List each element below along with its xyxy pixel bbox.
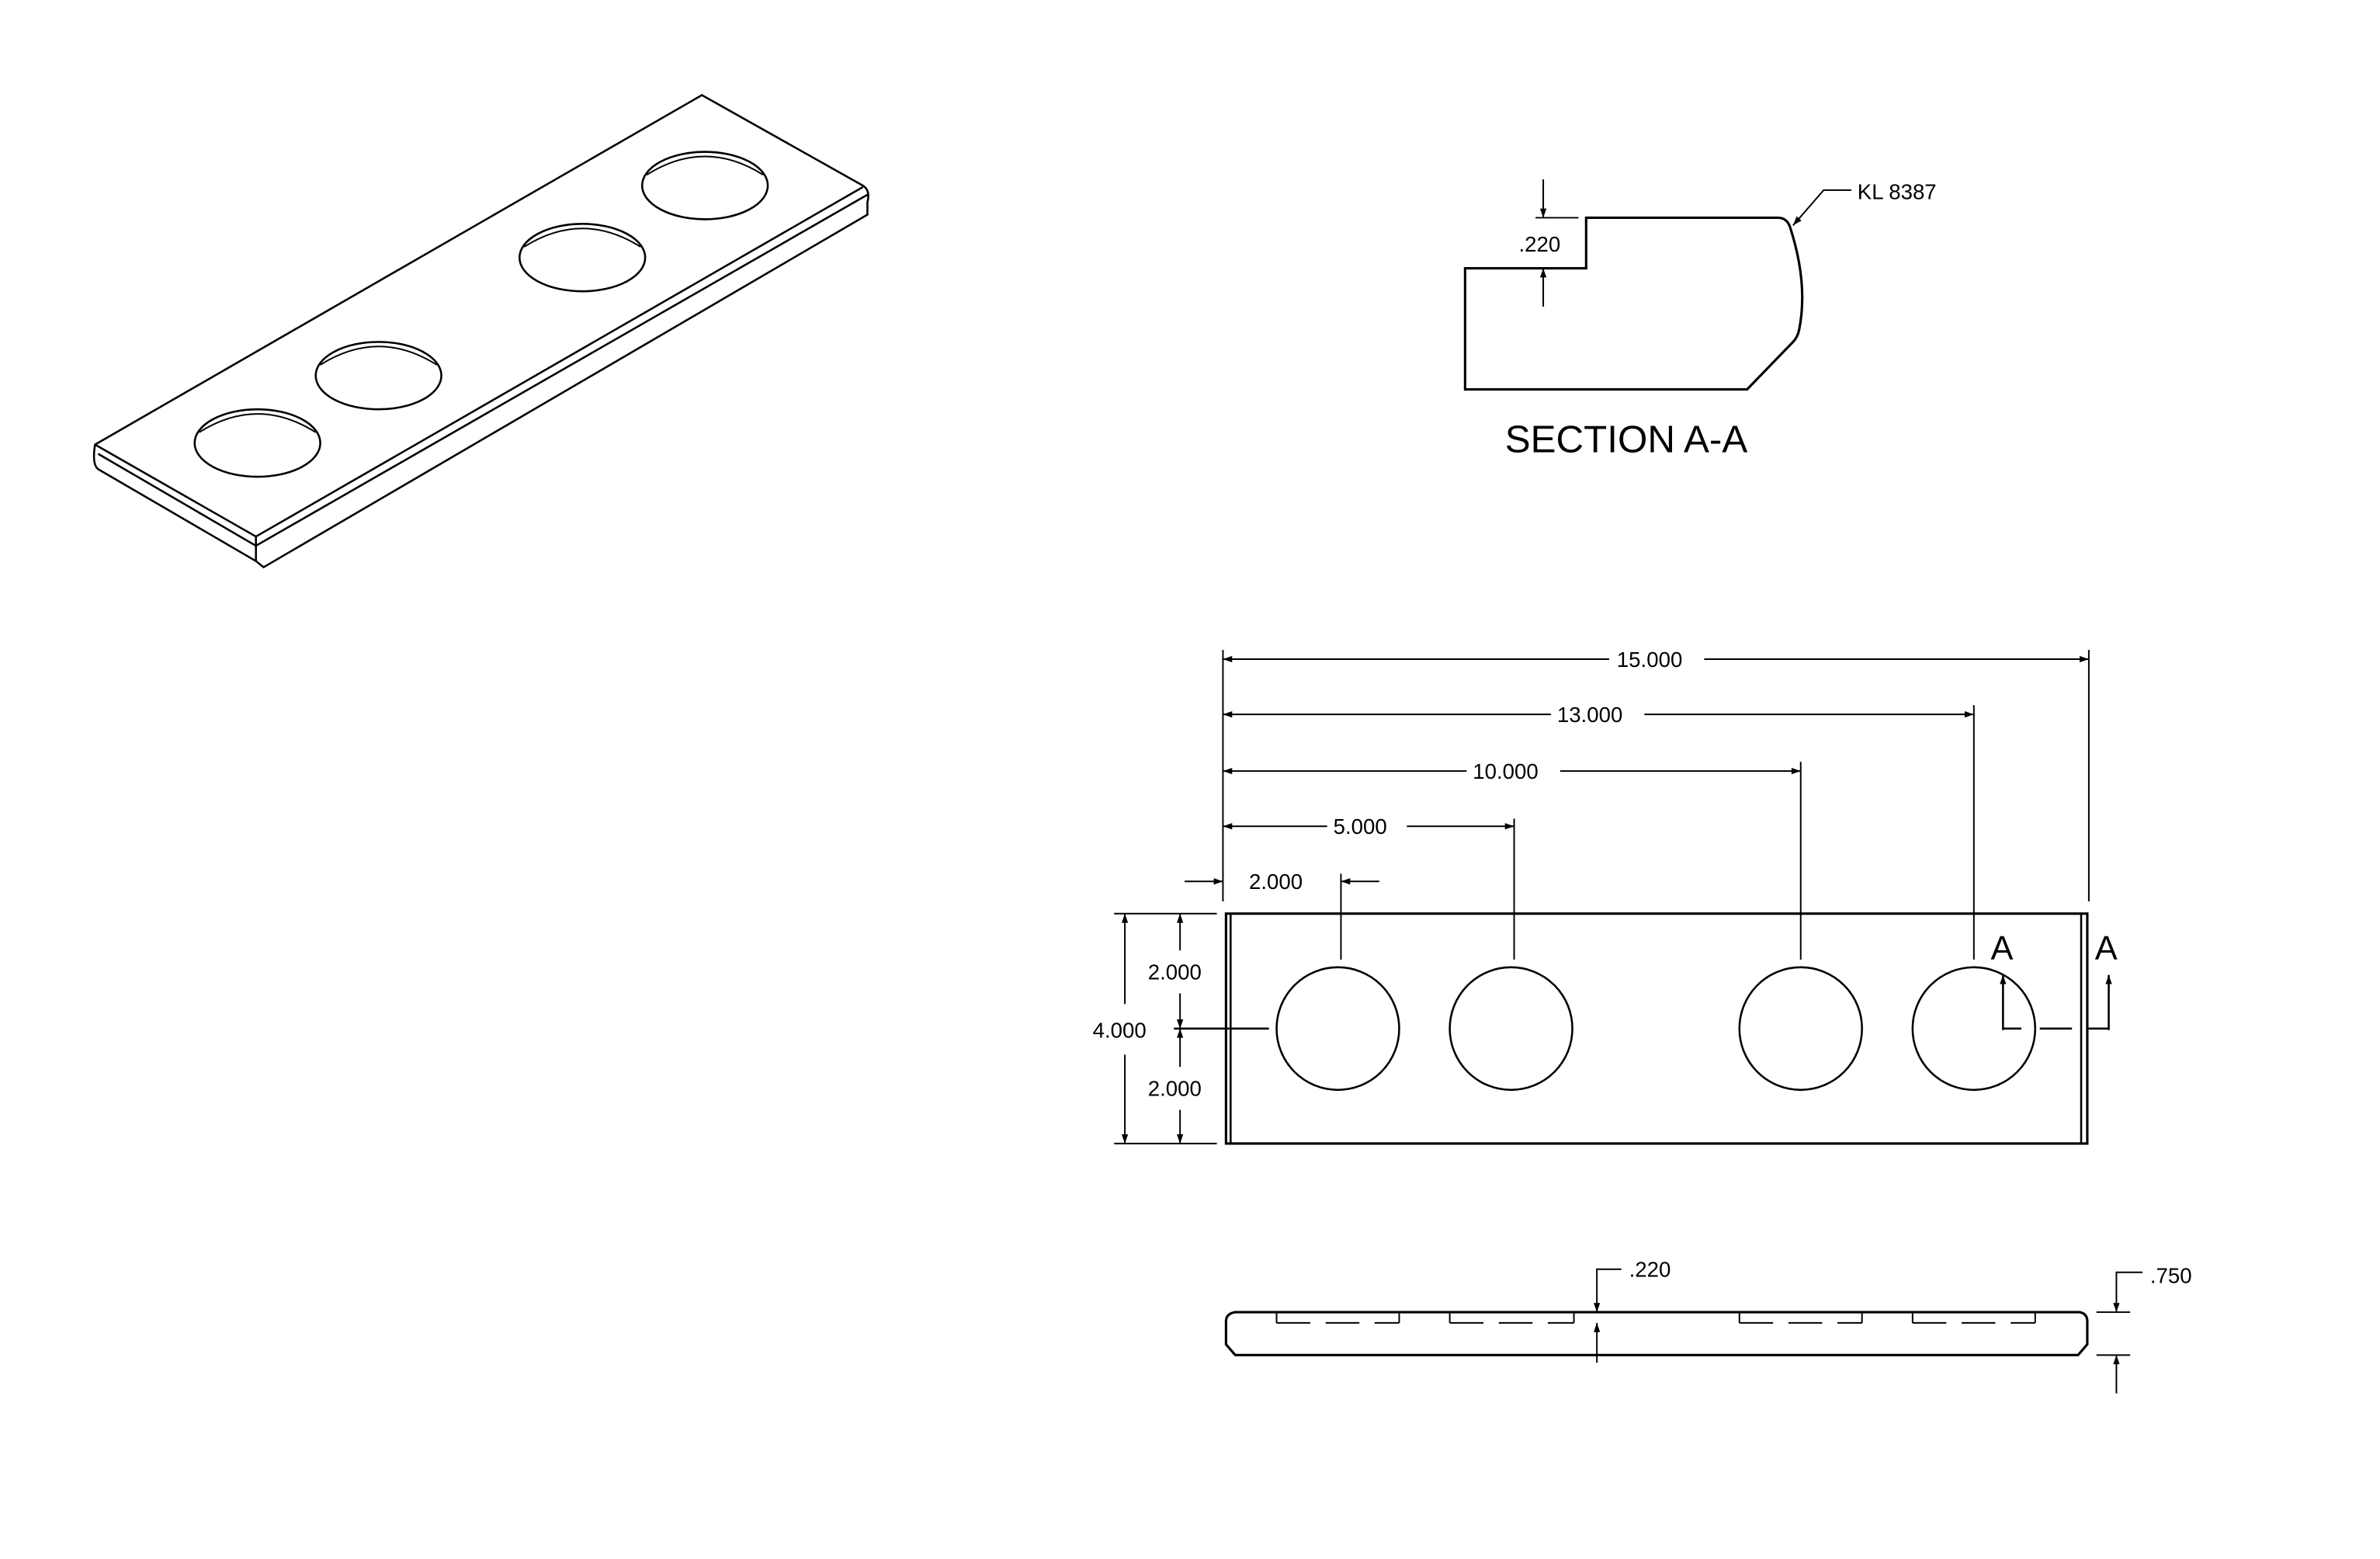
section-marker-right: A [2095,930,2118,967]
dim-hole-center-upper: 2.000 [1148,960,1202,984]
section-step-depth-label: .220 [1518,232,1560,256]
isometric-view [92,94,869,569]
dim-overall-width: 4.000 [1093,1019,1147,1043]
iso-hole-2 [314,341,442,411]
hole-3 [1738,966,1863,1092]
iso-hole-4 [640,151,769,220]
edge-profile-callout: KL 8387 [1858,180,1937,204]
side-view: .220 .750 [1224,1258,2192,1394]
hole-2 [1448,966,1573,1092]
section-marker-left: A [1991,930,2014,967]
hole-1 [1275,966,1400,1092]
dim-overall-length: 15.000 [1617,648,1682,672]
section-title: SECTION A-A [1505,418,1748,460]
dim-hole4-position: 13.000 [1557,703,1623,727]
iso-hole-3 [518,223,647,293]
top-view: 15.000 13.000 10.000 5.000 2.000 4.000 2… [1093,648,2118,1145]
dim-hole-center-lower: 2.000 [1148,1077,1202,1101]
iso-hole-1 [193,408,321,478]
dim-thickness: .750 [2150,1264,2192,1288]
section-a-a: .220 KL 8387 SECTION A-A [1463,179,1937,460]
dim-hole2-position: 5.000 [1334,814,1387,839]
hole-4 [1911,966,2037,1092]
dim-hole1-position: 2.000 [1249,870,1303,894]
dim-hole3-position: 10.000 [1473,759,1539,783]
dim-recess-depth: .220 [1629,1258,1671,1282]
